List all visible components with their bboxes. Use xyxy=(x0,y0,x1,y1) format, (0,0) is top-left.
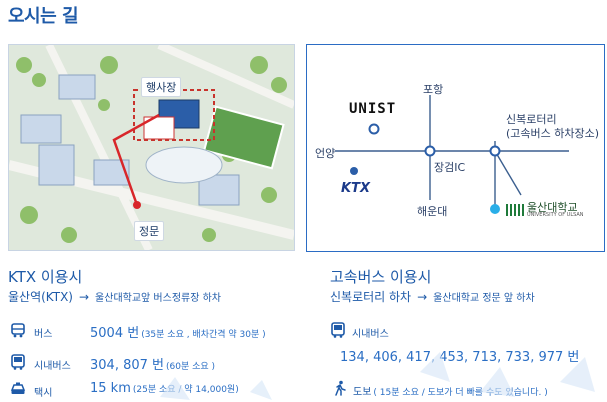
label-eonyang: 언양 xyxy=(315,147,336,160)
arrow-right-icon: → xyxy=(417,289,428,304)
ktx-route: 울산역(KTX) → 울산대학교앞 버스정류장 하차 xyxy=(8,288,221,305)
route-lines xyxy=(335,95,569,214)
express-bus-origin: 신복로터리 하차 xyxy=(330,290,412,304)
express-bus-route: 신복로터리 하차 → 울산대학교 정문 앞 하차 xyxy=(330,288,535,305)
page-title: 오시는 길 xyxy=(8,6,79,27)
ktx-logo: KTX xyxy=(341,181,370,196)
ulsan-univ-name: 울산대학교 xyxy=(527,201,578,214)
express-city-bus-label: 시내버스 xyxy=(352,329,389,340)
express-bus-destination: 울산대학교 정문 앞 하차 xyxy=(433,293,535,304)
unist-logo: UNIST xyxy=(349,101,397,117)
city-bus-icon xyxy=(10,354,26,374)
label-sinbok-rotary-sub: (고속버스 하차장소) xyxy=(506,127,600,140)
node-ulsan-univ xyxy=(490,204,500,214)
node-janggeom xyxy=(424,145,436,157)
city-bus-note: (60분 소요 ) xyxy=(165,362,216,372)
city-bus-label: 시내버스 xyxy=(34,361,71,372)
ktx-heading: KTX 이용시 xyxy=(8,268,83,286)
taxi-label: 택시 xyxy=(34,388,53,399)
walk-label: 도보 xyxy=(353,387,372,398)
campus-map-illustration xyxy=(9,45,294,250)
bus-number: 5004 번 xyxy=(90,326,140,341)
ulsan-univ-name-en: UNIVERSITY OF ULSAN xyxy=(527,212,584,218)
event-venue-label: 행사장 xyxy=(141,77,182,97)
taxi-icon xyxy=(10,381,26,401)
express-bus-heading: 고속버스 이용시 xyxy=(330,268,432,286)
city-bus-number: 304, 807 번 xyxy=(90,358,164,373)
route-map: UNIST KTX 포항 언양 장검IC 해운대 신복로터리 (고속버스 하차장… xyxy=(306,44,605,252)
node-sinbok xyxy=(489,145,501,157)
taxi-distance: 15 km xyxy=(90,381,131,396)
walk-note: ( 15분 소요 / 도보가 더 빠를 수도 있습니다. ) xyxy=(373,388,548,398)
taxi-note: (25분 소요 / 약 14,000원) xyxy=(132,385,239,395)
label-janggeom-ic: 장검IC xyxy=(434,161,466,174)
bus-note: (35분 소요 , 배차간격 약 30분 ) xyxy=(141,330,266,340)
label-pohang: 포항 xyxy=(423,83,444,96)
node-ktx xyxy=(350,167,358,175)
bus-info: 5004 번 (35분 소요 , 배차간격 약 30분 ) xyxy=(90,322,266,341)
ulsan-univ-mark-icon xyxy=(506,204,524,216)
express-city-bus-numbers: 134, 406, 417, 453, 713, 733, 977 번 xyxy=(340,350,580,365)
decorative-background xyxy=(160,352,595,400)
label-haeundae: 해운대 xyxy=(417,205,448,218)
ktx-origin: 울산역(KTX) xyxy=(8,290,73,304)
ktx-destination: 울산대학교앞 버스정류장 하차 xyxy=(95,293,222,304)
campus-map: 행사장 정문 xyxy=(8,44,295,251)
main-gate-label: 정문 xyxy=(134,221,165,241)
city-bus-icon xyxy=(330,322,346,342)
city-bus-info: 304, 807 번 (60분 소요 ) xyxy=(90,354,215,373)
bus-icon xyxy=(10,322,26,342)
walk-info: 도보 ( 15분 소요 / 도보가 더 빠를 수도 있습니다. ) xyxy=(353,383,548,398)
arrow-right-icon: → xyxy=(78,289,90,304)
node-unist xyxy=(368,123,380,135)
bus-label: 버스 xyxy=(34,329,53,340)
ulsan-univ-logo: 울산대학교 UNIVERSITY OF ULSAN xyxy=(506,202,584,218)
label-sinbok-rotary: 신복로터리 xyxy=(506,113,557,126)
taxi-info: 15 km (25분 소요 / 약 14,000원) xyxy=(90,381,239,396)
walking-icon xyxy=(332,380,348,400)
